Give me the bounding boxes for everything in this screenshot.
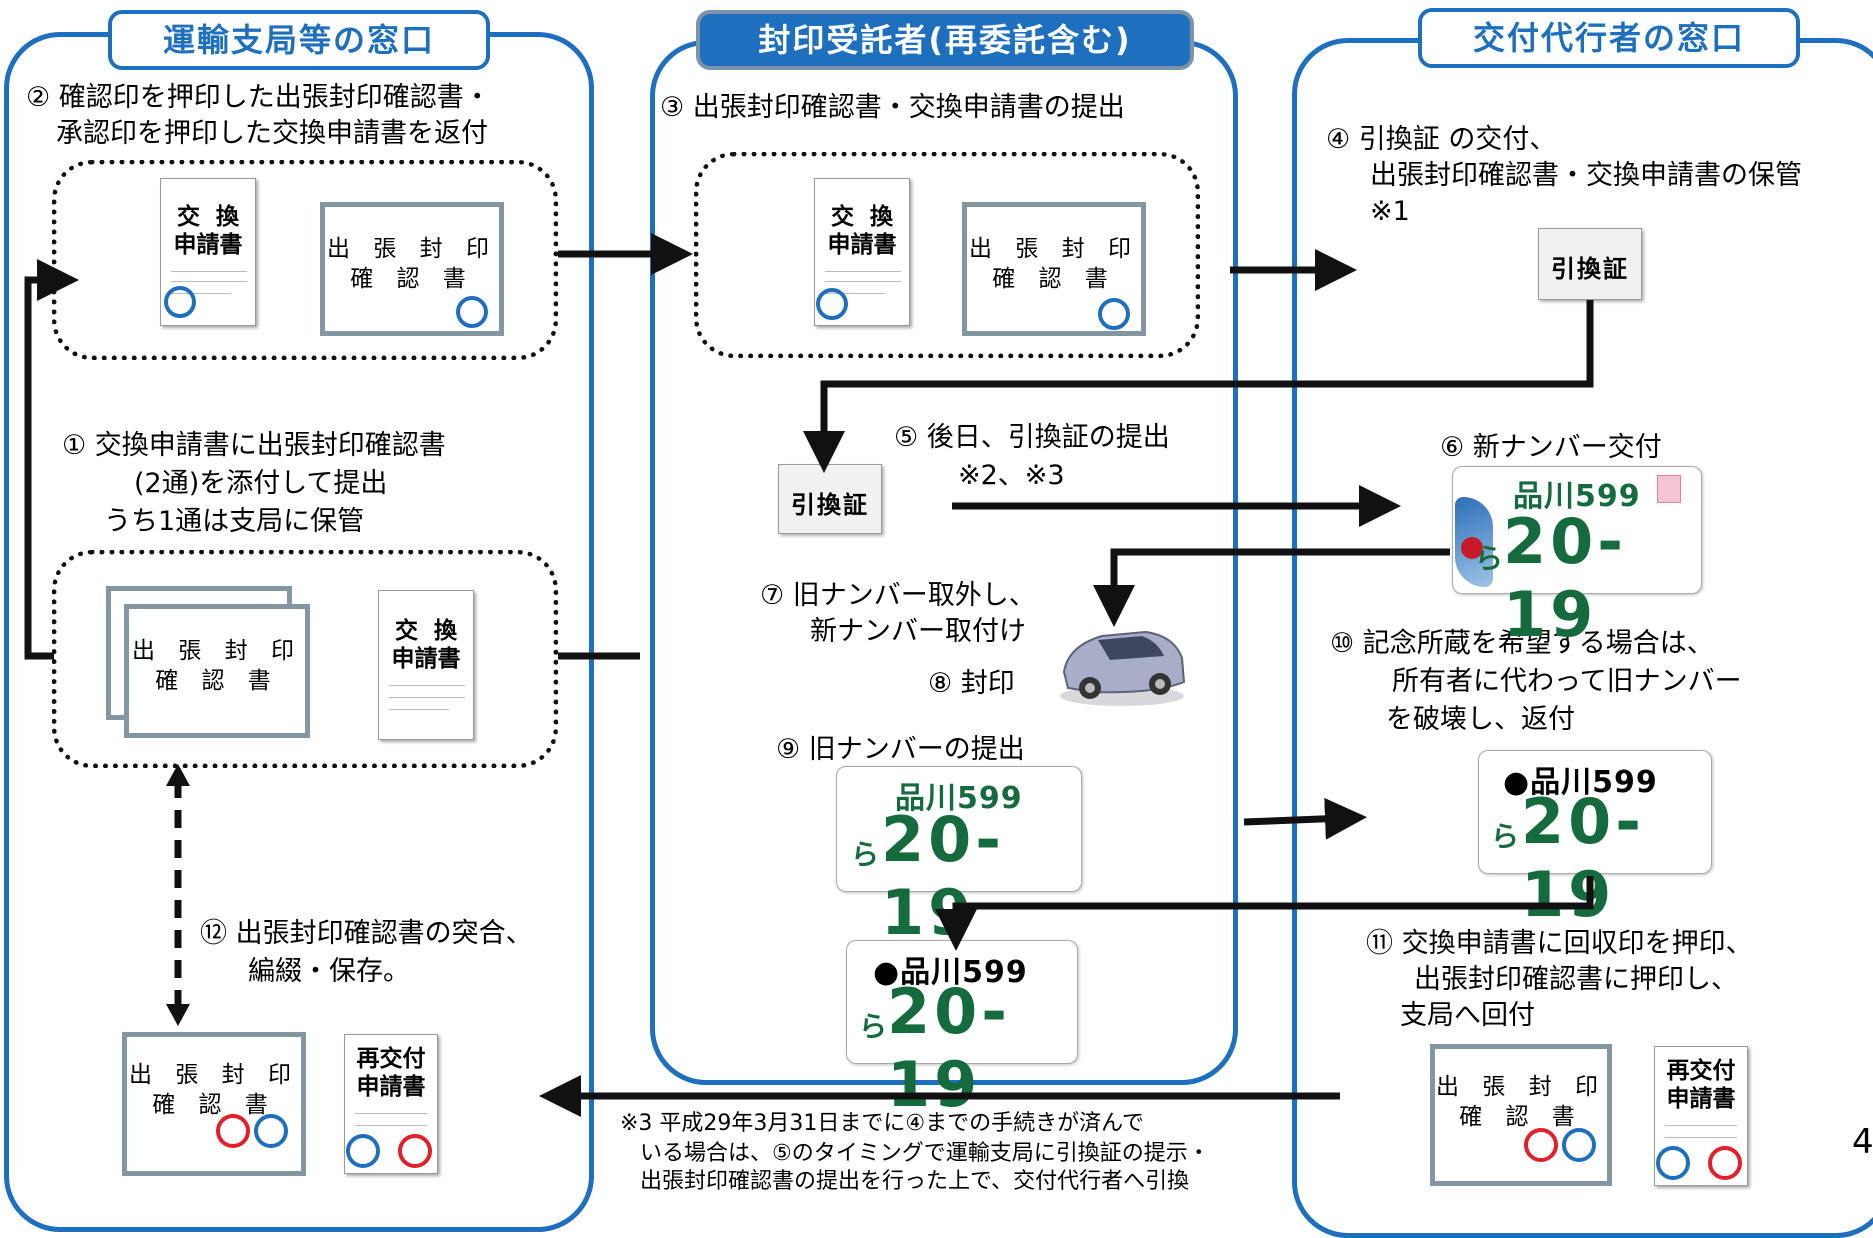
center-section-title: 封印受託者(再委託含む) [696,10,1194,70]
plate-kana: ら [1475,542,1504,575]
pink-mark-icon [1657,475,1681,503]
reissue-doc-label-1: 再交付 [1666,1058,1736,1084]
step10-text-line3: を破壊し、返付 [1386,704,1575,735]
step2-text-line2: 承認印を押印した交換申請書を返付 [56,118,488,149]
step5-text-line1: ⑤ 後日、引換証の提出 [894,422,1170,453]
step9-text: ⑨ 旧ナンバーの提出 [776,734,1025,765]
car-icon [1060,630,1186,706]
step3-text: ③ 出張封印確認書・交換申請書の提出 [660,92,1125,123]
blue-stamp [816,288,848,320]
step5-text-line2: ※2、※3 [958,460,1065,491]
plate-kana: ら [1491,820,1520,853]
arrow-step10-to-center-plate [935,876,1594,951]
confirmation-doc: 出 張 封 印 確 認 書 [1430,1044,1612,1186]
step1-text-line2: (2通)を添付して提出 [134,468,388,499]
red-stamp [1524,1128,1558,1162]
confirm-doc-label-2: 確 認 書 [152,1092,276,1118]
step7-text-line1: ⑦ 旧ナンバー取外し、 [760,580,1036,611]
plate-region: ●品川599 [1503,765,1658,800]
plate-region: 品川599 [1513,479,1641,514]
red-stamp [398,1134,432,1168]
page-number: 4 [1852,1122,1873,1162]
blue-stamp [1098,298,1130,330]
step10-text-line2: 所有者に代わって旧ナンバー [1392,666,1742,697]
ticket-label: 引換証 [1551,255,1629,283]
step3-docs-group [694,152,1200,358]
confirm-doc-label-1: 出 張 封 印 [132,638,302,664]
flow-arrows [24,233,1594,1117]
exchange-doc-label-2: 申請書 [827,232,897,258]
red-stamp [1708,1146,1742,1180]
blue-stamp [456,296,488,328]
confirmation-doc: 出 張 封 印 確 認 書 [124,604,310,738]
exchange-doc-label-2: 申請書 [391,646,461,672]
plate-number: 20-19 [1521,785,1646,931]
left-section-title: 運輸支局等の窓口 [108,10,490,70]
blue-stamp [254,1114,288,1148]
step10-text-line1: ⑩ 記念所蔵を希望する場合は、 [1330,628,1714,659]
exchange-doc-label-1: 交 換 [830,204,893,230]
confirm-doc-label-2: 確 認 書 [992,266,1116,292]
confirm-doc-label-2: 確 認 書 [155,668,279,694]
step4-text-line2: 出張封印確認書・交換申請書の保管 [1370,160,1802,191]
new-number-plate: 品川599 ら 20-19 [1452,466,1702,651]
old-number-plate: 品川599 ら 20-19 [836,766,1082,949]
plate-region: 品川599 [895,781,1023,816]
exchange-doc-label-1: 交 換 [394,618,457,644]
arrow-ticket-to-step5 [803,300,1594,473]
reissue-doc-label-2: 申請書 [356,1074,426,1100]
step4-text-line1: ④ 引換証 の交付、 [1326,124,1557,155]
exchange-application-doc: 交 換 申請書 [378,590,474,740]
step1-text-line3: うち1通は支局に保管 [104,506,365,537]
reissue-doc-label-1: 再交付 [356,1046,426,1072]
red-dot-icon [1461,537,1483,559]
blue-stamp [346,1134,380,1168]
plate-number: 20-19 [887,975,1012,1121]
plate-kana: ら [851,838,880,871]
blue-stamp [1562,1128,1596,1162]
reissue-doc-label-2: 申請書 [1666,1086,1736,1112]
note-line1: ※3 平成29年3月31日までに④までの手続きが済んで [620,1111,1145,1136]
step2-text-line1: ② 確認印を押印した出張封印確認書・ [26,82,491,113]
plate-number: 20-19 [1503,505,1628,651]
confirm-doc-label-2: 確 認 書 [350,266,474,292]
step11-text-line2: 出張封印確認書に押印し、 [1414,964,1738,995]
step4-text-line3: ※1 [1370,196,1410,227]
marked-plate-right: ●品川599 ら 20-19 [1478,750,1712,931]
step1-docs-group [52,550,558,768]
plate-region: ●品川599 [873,955,1028,990]
confirm-doc-label-1: 出 張 封 印 [327,236,497,262]
exchange-doc-label-1: 交 換 [176,204,239,230]
step8-text: ⑧ 封印 [928,668,1015,699]
ticket-label: 引換証 [791,491,869,519]
confirm-doc-label-1: 出 張 封 印 [1436,1074,1606,1100]
marked-plate-center: ●品川599 ら 20-19 [846,940,1078,1121]
step11-text-line3: 支局へ回付 [1400,1000,1535,1031]
plate-kana: ら [859,1010,888,1043]
step7-text-line2: 新ナンバー取付け [810,616,1026,647]
note-line3: 出張封印確認書の提出を行った上で、交付代行者へ引換 [640,1169,1190,1194]
step1-text-line1: ① 交換申請書に出張封印確認書 [62,430,446,461]
arrow-newplate-to-car [1093,548,1450,627]
blue-stamp [1656,1146,1690,1180]
step12-text-line1: ⑫ 出張封印確認書の突合、 [200,918,533,949]
confirm-doc-label-1: 出 張 封 印 [129,1062,299,1088]
step12-text-line2: 編綴・保存。 [248,956,410,987]
exchange-ticket: 引換証 [778,464,882,534]
blue-stamp [164,286,196,318]
confirmation-doc: 出 張 封 印 確 認 書 [122,1032,306,1176]
note-line2: いる場合は、⑤のタイミングで運輸支局に引換証の提示・ [640,1141,1210,1166]
confirm-doc-label-1: 出 張 封 印 [969,236,1139,262]
exchange-ticket: 引換証 [1538,228,1642,300]
red-stamp [216,1114,250,1148]
right-section-title: 交付代行者の窓口 [1418,8,1800,68]
confirm-doc-label-2: 確 認 書 [1459,1104,1583,1130]
arrow-step9-to-step10 [1243,797,1367,840]
step11-text-line1: ⑪ 交換申請書に回収印を押印、 [1366,928,1753,959]
step6-text: ⑥ 新ナンバー交付 [1440,432,1662,463]
arrow-return-to-step2 [24,259,79,660]
exchange-doc-label-2: 申請書 [173,232,243,258]
